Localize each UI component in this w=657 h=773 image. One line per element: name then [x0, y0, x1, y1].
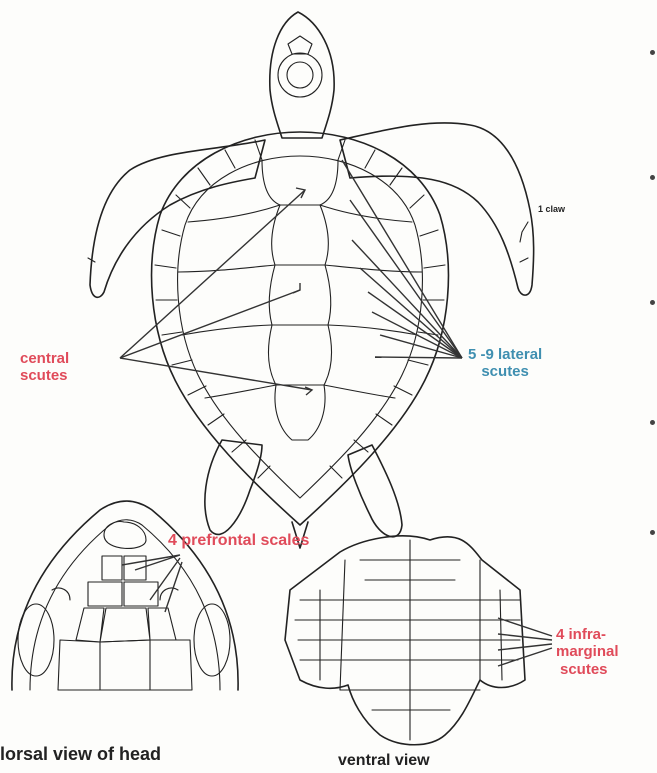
- lateral-label-line2: scutes: [468, 363, 542, 380]
- infra-label-line1: 4 infra-: [556, 626, 619, 643]
- lateral-scute-arrows: [342, 160, 462, 358]
- central-label-line1: central: [20, 350, 69, 367]
- head-dorsal-figure: [12, 501, 238, 690]
- infra-label-line2: marginal: [556, 643, 619, 660]
- bullet-mark: [650, 175, 655, 180]
- bullet-mark: [650, 300, 655, 305]
- dorsal-head-caption: lorsal view of head: [0, 744, 161, 765]
- ventral-view-caption: ventral view: [338, 752, 430, 770]
- bullet-mark: [650, 530, 655, 535]
- lateral-label-line1: 5 -9 lateral: [468, 346, 542, 363]
- bullet-mark: [650, 50, 655, 55]
- lateral-scutes-label: 5 -9 lateral scutes: [468, 346, 542, 381]
- prefrontal-scales-label: 4 prefrontal scales: [168, 532, 309, 550]
- central-scutes-label: central scutes: [20, 350, 69, 385]
- central-label-line2: scutes: [20, 367, 69, 384]
- inframarginal-scutes-label: 4 infra- marginal scutes: [556, 626, 619, 678]
- infra-label-line3: scutes: [556, 661, 619, 678]
- bullet-mark: [650, 420, 655, 425]
- claw-pointer: [520, 222, 528, 242]
- turtle-dorsal-figure: [88, 12, 534, 548]
- claw-label: 1 claw: [538, 204, 565, 214]
- ventral-figure: [285, 536, 552, 745]
